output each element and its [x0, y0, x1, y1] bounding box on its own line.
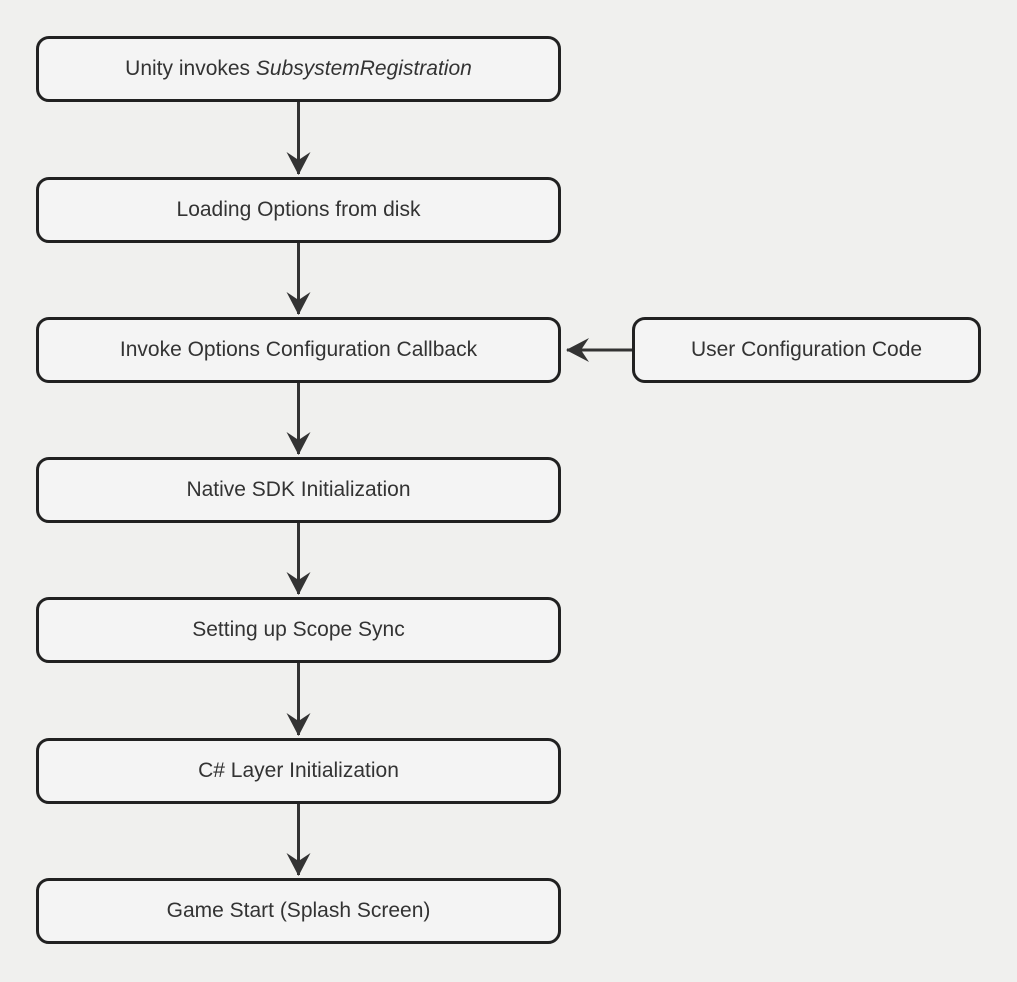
node-label: Unity invokes SubsystemRegistration	[125, 57, 472, 81]
node-loading-options-from-disk: Loading Options from disk	[36, 177, 561, 243]
node-label: User Configuration Code	[690, 338, 923, 362]
node-label: Native SDK Initialization	[186, 478, 411, 502]
node-game-start-splash-screen: Game Start (Splash Screen)	[36, 878, 561, 944]
node-label: Game Start (Splash Screen)	[166, 899, 431, 923]
node-label: Setting up Scope Sync	[192, 618, 405, 642]
node-label: C# Layer Initialization	[198, 759, 399, 783]
node-setting-up-scope-sync: Setting up Scope Sync	[36, 597, 561, 663]
node-label: Invoke Options Configuration Callback	[119, 338, 478, 362]
node-label: Loading Options from disk	[176, 198, 421, 222]
node-invoke-options-configuration-callback: Invoke Options Configuration Callback	[36, 317, 561, 383]
node-native-sdk-initialization: Native SDK Initialization	[36, 457, 561, 523]
node-user-configuration-code: User Configuration Code	[632, 317, 981, 383]
node-csharp-layer-initialization: C# Layer Initialization	[36, 738, 561, 804]
node-unity-invokes-subsystem-registration: Unity invokes SubsystemRegistration	[36, 36, 561, 102]
